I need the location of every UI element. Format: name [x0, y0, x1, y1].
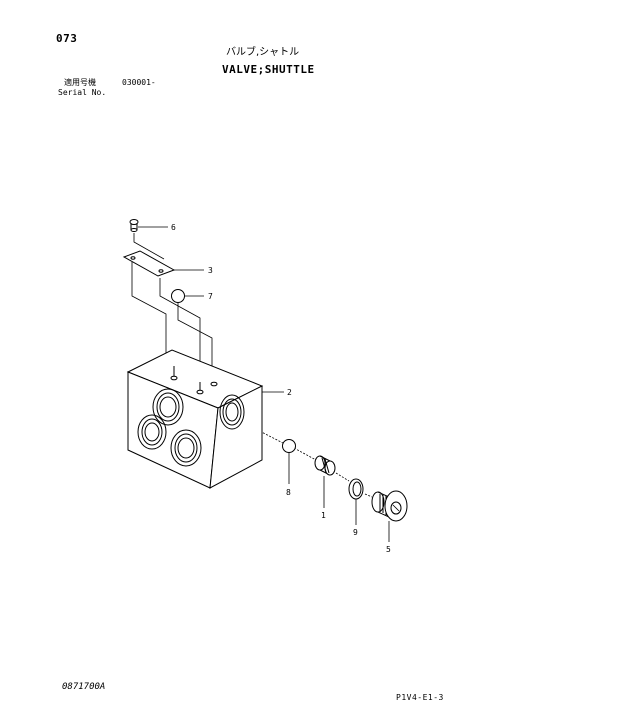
valve-body-part: [126, 349, 284, 489]
callout-7: 7: [208, 292, 213, 301]
callout-1: 1: [321, 511, 326, 520]
sheet-code: P1V4-E1-3: [396, 693, 444, 702]
plate-part: [122, 250, 204, 277]
ball-part-small: [282, 439, 296, 484]
o-ring-part: [335, 472, 364, 525]
callout-6: 6: [171, 223, 176, 232]
serial-label-japanese: 適用号機: [64, 78, 96, 87]
serial-label: Serial No.: [58, 88, 107, 97]
page-title: VALVE;SHUTTLE: [222, 63, 315, 76]
callout-3: 3: [208, 266, 213, 275]
serial-value: 030001-: [122, 78, 156, 87]
callout-8: 8: [286, 488, 291, 497]
callout-2: 2: [287, 388, 292, 397]
callout-5: 5: [386, 545, 391, 554]
plug-part: [364, 490, 408, 542]
ball-part: [171, 289, 204, 303]
drawing-code: 0871700A: [62, 682, 106, 692]
page-number: 073: [56, 32, 78, 45]
screw-part: [129, 219, 168, 232]
assembly-guide-lines: [131, 233, 317, 461]
callout-9: 9: [353, 528, 358, 537]
seat-part: [314, 455, 336, 508]
title-japanese: バルブ,シャトル: [226, 47, 300, 58]
